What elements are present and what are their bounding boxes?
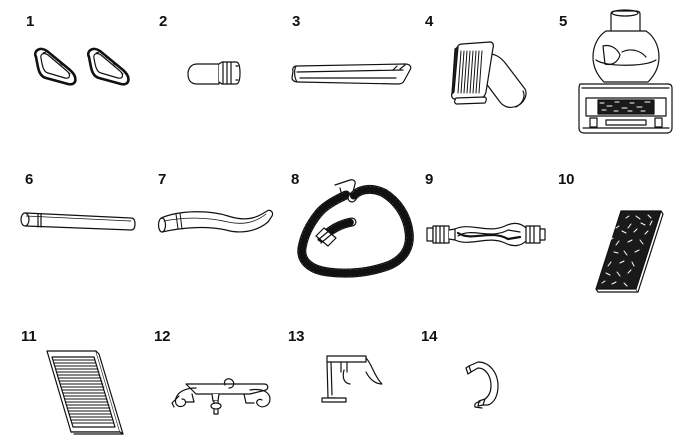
part-number-1: 1 xyxy=(26,13,35,30)
belt-left-icon xyxy=(35,49,75,84)
part-number-3: 3 xyxy=(292,13,301,30)
part-number-14: 14 xyxy=(421,328,438,345)
part-number-5: 5 xyxy=(559,13,568,30)
part-number-8: 8 xyxy=(291,171,300,188)
belt-right-icon xyxy=(88,49,128,84)
part-number-10: 10 xyxy=(558,171,575,188)
part-number-13: 13 xyxy=(288,328,305,345)
part-number-11: 11 xyxy=(21,328,37,345)
part-number-7: 7 xyxy=(158,171,167,188)
part-number-2: 2 xyxy=(159,13,168,30)
part-number-6: 6 xyxy=(25,171,34,188)
part-number-12: 12 xyxy=(154,328,171,345)
part-number-9: 9 xyxy=(425,171,434,188)
part-number-4: 4 xyxy=(425,13,434,30)
brush-bristles-icon xyxy=(598,100,654,114)
